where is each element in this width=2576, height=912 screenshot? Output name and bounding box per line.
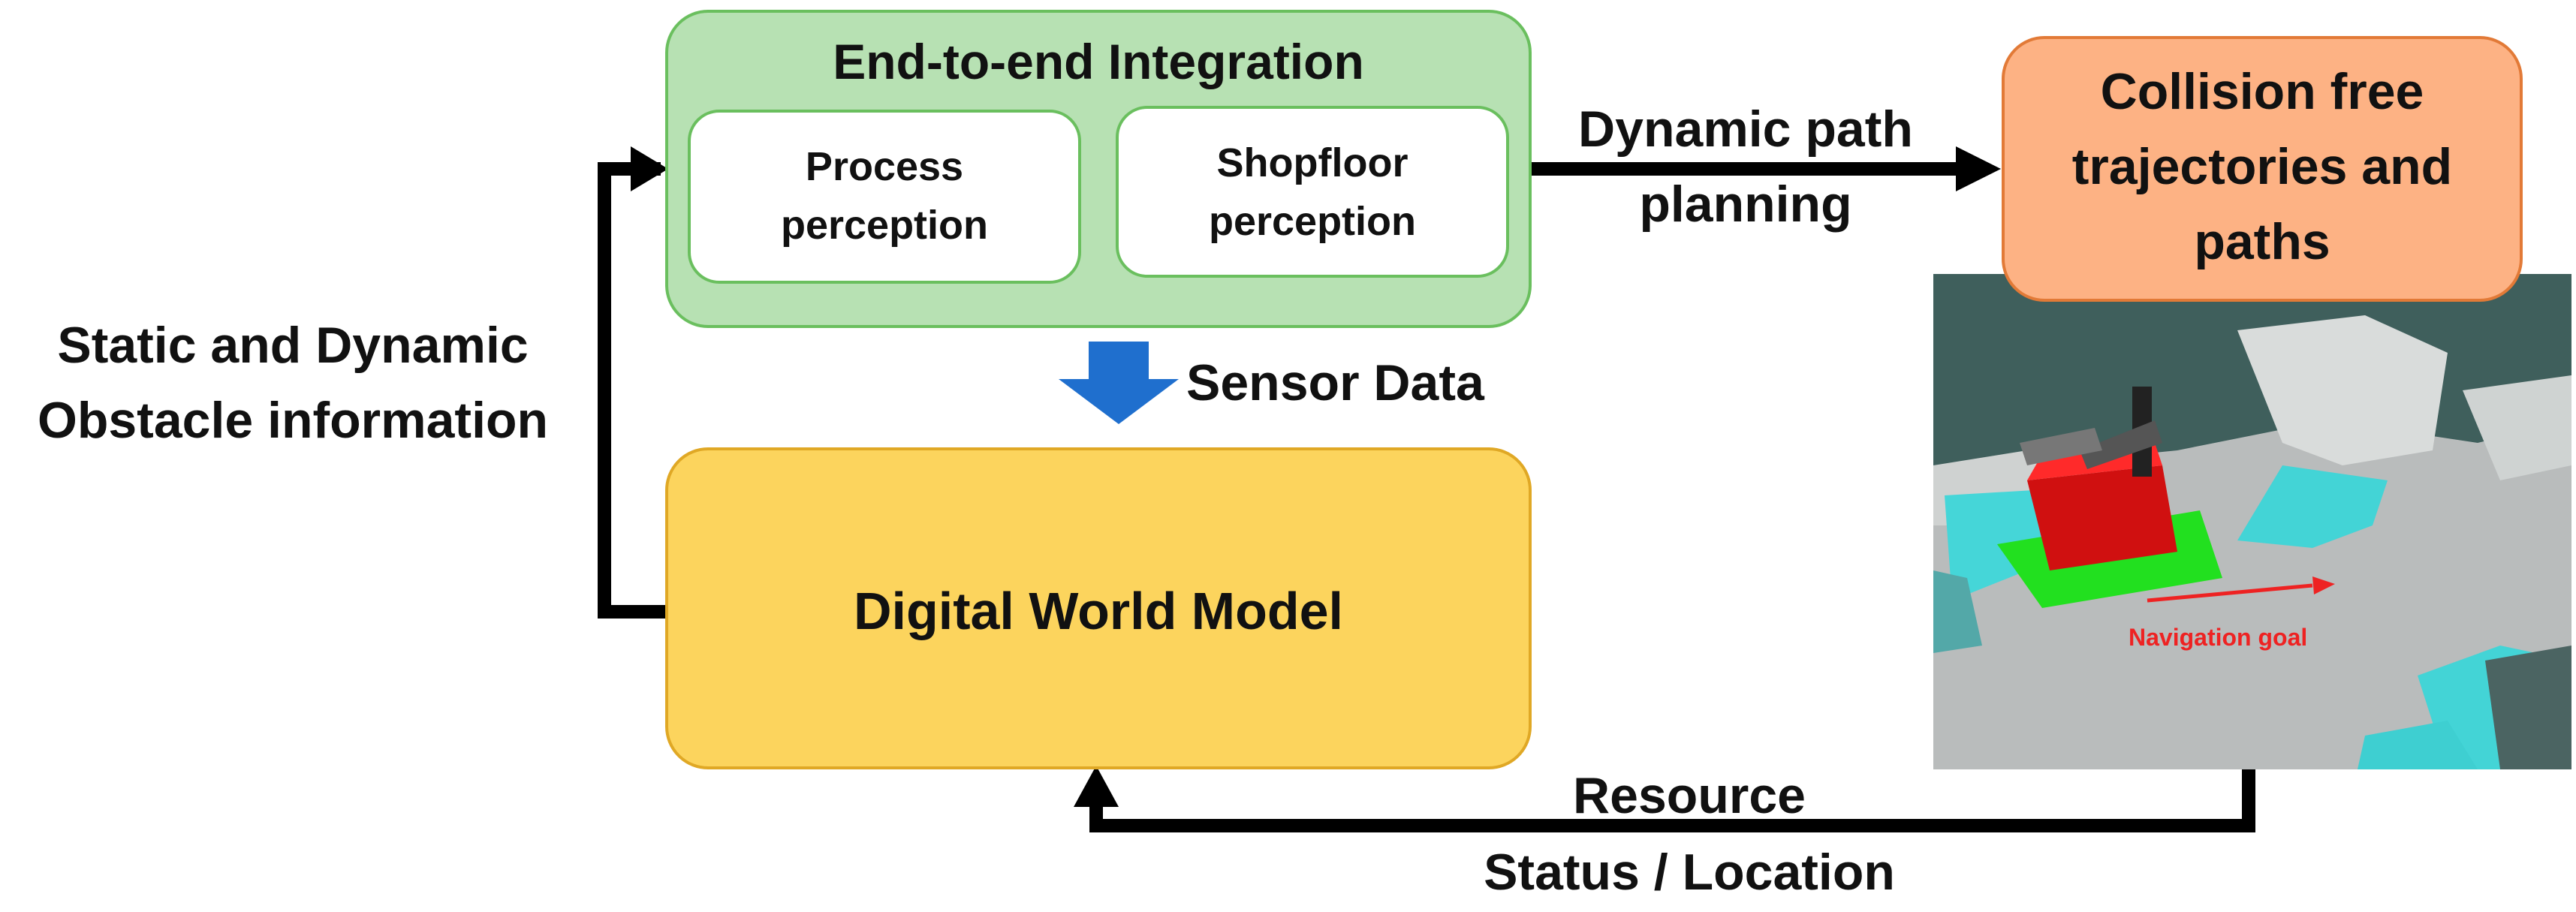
obstacle-arrowhead	[631, 146, 668, 191]
process-perception-line1: Process	[806, 144, 963, 189]
robot	[2027, 465, 2177, 570]
process-perception-box: Process perception	[688, 110, 1081, 284]
integration-title: End-to-end Integration	[833, 34, 1364, 89]
resource-status-line1: Resource	[1573, 767, 1806, 824]
collision-free-line3: paths	[2194, 213, 2330, 270]
dynamic-path-label-line2: planning	[1639, 176, 1851, 233]
status-arrowhead	[1074, 766, 1119, 807]
collision-free-line1: Collision free	[2101, 63, 2424, 120]
shopfloor-perception-line1: Shopfloor	[1217, 140, 1409, 185]
navigation-goal-label: Navigation goal	[2129, 624, 2307, 651]
dynamic-path-label-line1: Dynamic path	[1578, 101, 1913, 158]
collision-free-line2: trajectories and	[2072, 138, 2452, 195]
obstacle-feedback-connector	[598, 162, 667, 619]
collision-free-box: Collision free trajectories and paths	[2002, 36, 2523, 302]
status-feedback-connector	[1089, 769, 2255, 832]
sensor-data-arrow	[1059, 342, 1179, 424]
digital-world-model-label: Digital World Model	[854, 582, 1343, 640]
path-planning-arrowhead	[1956, 146, 2001, 191]
obstacle-info-line1: Static and Dynamic	[57, 317, 528, 374]
robot-navigation-screenshot: Navigation goal	[1933, 274, 2571, 769]
resource-status-line2: Status / Location	[1484, 844, 1895, 901]
digital-world-model-box: Digital World Model	[665, 447, 1532, 769]
process-perception-line2: perception	[781, 203, 988, 248]
shopfloor-perception-line2: perception	[1209, 199, 1416, 244]
sensor-data-label: Sensor Data	[1186, 354, 1485, 411]
shopfloor-perception-box: Shopfloor perception	[1116, 106, 1509, 278]
obstacle-info-line2: Obstacle information	[38, 392, 548, 449]
